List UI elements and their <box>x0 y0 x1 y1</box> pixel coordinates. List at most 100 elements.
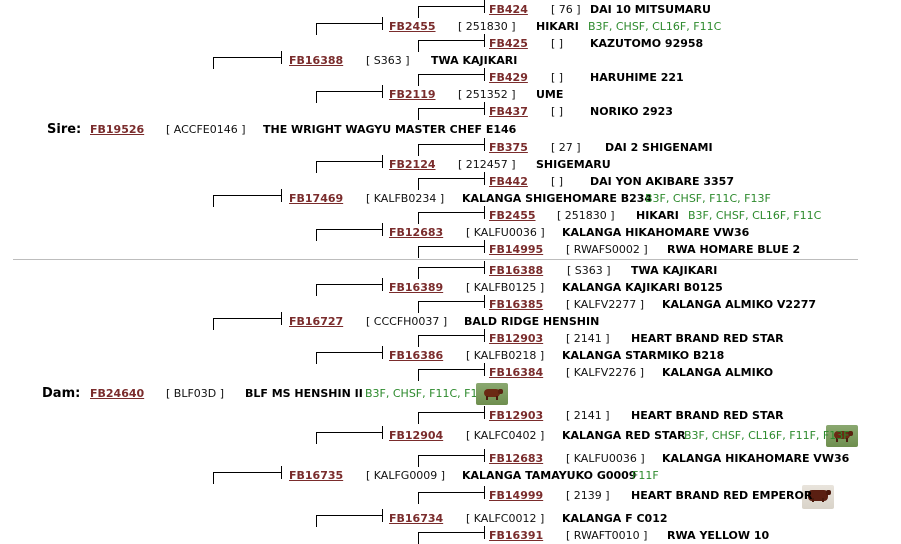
reg-link[interactable]: FB14999 <box>489 489 544 502</box>
pedigree-row: FB14995[ RWAFS0002 ]RWA HOMARE BLUE 2 <box>0 240 900 258</box>
reg-link[interactable]: FB16735 <box>289 469 344 482</box>
pedigree-row: FB16388[ S363 ]TWA KAJIKARI <box>0 51 900 69</box>
animal-name: SHIGEMARU <box>536 158 611 171</box>
reg-code: [ ] <box>551 71 564 84</box>
tree-connector <box>213 189 282 207</box>
sire-label: Sire: <box>47 122 82 137</box>
pedigree-row: FB2124[ 212457 ]SHIGEMARU <box>0 155 900 173</box>
reg-link[interactable]: FB14995 <box>489 243 544 256</box>
reg-code: [ KALFV2277 ] <box>566 298 645 311</box>
tree-connector <box>418 363 485 381</box>
reg-link[interactable]: FB442 <box>489 175 528 188</box>
animal-name: RWA YELLOW 10 <box>667 529 770 542</box>
tree-connector <box>418 295 485 313</box>
tree-connector <box>316 85 383 103</box>
animal-name: HARUHIME 221 <box>590 71 684 84</box>
reg-link[interactable]: FB17469 <box>289 192 344 205</box>
reg-code: [ ] <box>551 37 564 50</box>
pedigree-row: FB12683[ KALFU0036 ]KALANGA HIKAHOMARE V… <box>0 449 900 467</box>
reg-link[interactable]: FB12903 <box>489 332 544 345</box>
animal-name: KALANGA HIKAHOMARE VW36 <box>562 226 750 239</box>
animal-photo[interactable] <box>826 425 858 447</box>
reg-link[interactable]: FB19526 <box>90 123 145 136</box>
reg-link[interactable]: FB425 <box>489 37 528 50</box>
dam-row: Dam: FB24640 [ BLF03D ] BLF MS HENSHIN I… <box>0 386 900 402</box>
tree-connector <box>418 526 485 544</box>
animal-name: KALANGA F C012 <box>562 512 668 525</box>
animal-name: KALANGA RED STAR <box>562 429 686 442</box>
tree-connector <box>316 17 383 35</box>
reg-link[interactable]: FB2119 <box>389 88 436 101</box>
reg-code: [ 2141 ] <box>566 332 610 345</box>
reg-link[interactable]: FB16384 <box>489 366 544 379</box>
tree-connector <box>213 51 282 69</box>
reg-link[interactable]: FB12904 <box>389 429 444 442</box>
animal-photo[interactable] <box>476 383 508 405</box>
tree-connector <box>418 406 485 424</box>
pedigree-row: FB17469 [ KALFB0234 ] KALANGA SHIGEHOMARE … <box>0 189 900 207</box>
animal-name: KALANGA SHIGEHOMARE B234 <box>462 192 653 205</box>
tree-connector <box>418 172 485 190</box>
pedigree-row: FB16389[ KALFB0125 ]KALANGA KAJIKARI B01… <box>0 278 900 296</box>
reg-code: [ KALFB0218 ] <box>466 349 545 362</box>
reg-code: [ RWAFS0002 ] <box>566 243 648 256</box>
reg-link[interactable]: FB12683 <box>389 226 444 239</box>
animal-name: HIKARI <box>536 20 579 33</box>
reg-code: [ KALFG0009 ] <box>366 469 446 482</box>
reg-code: [ KALFU0036 ] <box>566 452 645 465</box>
pedigree-row: FB12683 [ KALFU0036 ] KALANGA HIKAHOMARE V… <box>0 223 900 241</box>
reg-code: [ KALFC0012 ] <box>466 512 545 525</box>
pedigree-row: FB16735[ KALFG0009 ]KALANGA TAMAYUKO G00… <box>0 466 900 484</box>
tree-connector <box>418 0 485 18</box>
animal-name: HEART BRAND RED EMPEROR <box>631 489 813 502</box>
animal-name: KAZUTOMO 92958 <box>590 37 704 50</box>
reg-link[interactable]: FB16727 <box>289 315 344 328</box>
reg-link[interactable]: FB2124 <box>389 158 436 171</box>
animal-name: HEART BRAND RED STAR <box>631 332 784 345</box>
reg-link[interactable]: FB12683 <box>489 452 544 465</box>
reg-link[interactable]: FB16388 <box>289 54 344 67</box>
reg-link[interactable]: FB375 <box>489 141 528 154</box>
reg-link[interactable]: FB16385 <box>489 298 544 311</box>
reg-link[interactable]: FB2455 <box>389 20 436 33</box>
tree-connector <box>418 102 485 120</box>
reg-code: [ 2141 ] <box>566 409 610 422</box>
reg-code: [ KALFB0125 ] <box>466 281 545 294</box>
animal-name: KALANGA STARMIKO B218 <box>562 349 725 362</box>
tree-connector <box>316 509 383 527</box>
animal-name: TWA KAJIKARI <box>431 54 518 67</box>
reg-link[interactable]: FB16734 <box>389 512 444 525</box>
reg-link[interactable]: FB16388 <box>489 264 544 277</box>
tree-connector <box>418 240 485 258</box>
tree-connector <box>418 329 485 347</box>
reg-link[interactable]: FB437 <box>489 105 528 118</box>
pedigree-row: FB16386 [ KALFB0218 ] KALANGA STARMIKO B21… <box>0 346 900 364</box>
dam-label: Dam: <box>42 386 81 401</box>
reg-link[interactable]: FB424 <box>489 3 528 16</box>
reg-code: [ 251352 ] <box>458 88 516 101</box>
animal-name: KALANGA ALMIKO V2277 <box>662 298 817 311</box>
animal-photo[interactable] <box>802 485 834 509</box>
reg-code: [ ] <box>551 175 564 188</box>
reg-link[interactable]: FB12903 <box>489 409 544 422</box>
tree-connector <box>213 312 282 330</box>
tree-connector <box>316 346 383 364</box>
reg-link[interactable]: FB16386 <box>389 349 444 362</box>
reg-link[interactable]: FB2455 <box>489 209 536 222</box>
reg-code: [ CCCFH0037 ] <box>366 315 448 328</box>
reg-link[interactable]: FB16389 <box>389 281 444 294</box>
reg-link[interactable]: FB16391 <box>489 529 544 542</box>
pedigree-row: FB12903 [ 2141 ] HEART BRAND RED STAR <box>0 329 900 347</box>
tree-connector <box>316 278 383 296</box>
tree-connector <box>316 155 383 173</box>
tree-connector <box>418 68 485 86</box>
reg-link[interactable]: FB24640 <box>90 387 145 400</box>
reg-code: [ KALFB0234 ] <box>366 192 445 205</box>
reg-code: [ KALFU0036 ] <box>466 226 545 239</box>
animal-name: NORIKO 2923 <box>590 105 673 118</box>
animal-name: HIKARI <box>636 209 679 222</box>
reg-link[interactable]: FB429 <box>489 71 528 84</box>
pedigree-row: FB2119[ 251352 ]UME <box>0 85 900 103</box>
